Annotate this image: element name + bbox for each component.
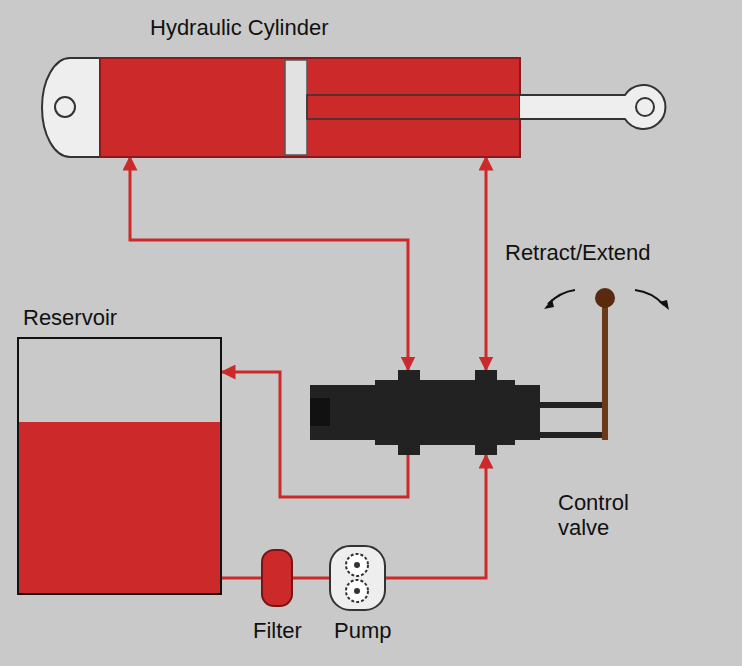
drawing-path <box>520 85 665 129</box>
drawing-circle <box>354 588 360 594</box>
lever-handle <box>602 300 608 440</box>
drawing-path <box>42 58 100 157</box>
drawing-rect <box>100 58 520 157</box>
hydraulic-line <box>385 455 486 578</box>
drawing-circle <box>636 98 654 116</box>
reservoir-tank-shape <box>15 305 222 595</box>
motion-arrow <box>635 290 664 305</box>
node-label: Hydraulic Cylinder <box>150 15 329 40</box>
hydraulic-line <box>222 577 262 580</box>
drawing-rect <box>262 550 292 606</box>
motion-arrowhead <box>544 299 554 309</box>
hydraulic-line <box>485 157 488 370</box>
node-label: Filter <box>253 618 302 643</box>
control-label: Retract/Extend <box>505 240 651 265</box>
drawing-circle <box>346 554 368 576</box>
hydraulic-cylinder: Hydraulic Cylinder <box>40 15 680 157</box>
hydraulic-line <box>292 577 330 580</box>
node-label: Control valve <box>558 490 648 541</box>
hydraulic-cylinder-shape <box>40 15 680 157</box>
motion-arrowhead <box>659 300 669 310</box>
drawing-rect <box>375 380 515 445</box>
reservoir-tank: Reservoir <box>15 305 222 595</box>
drawing-circle <box>346 580 368 602</box>
gear-pump: Pump <box>322 540 402 646</box>
drawing-rect <box>18 422 221 594</box>
node-label: Reservoir <box>23 305 117 330</box>
drawing-circle <box>354 562 360 568</box>
drawing-rect <box>285 60 307 155</box>
node-label: Pump <box>334 618 391 643</box>
drawing-rect <box>18 338 221 594</box>
control-valve: Control valve <box>305 360 645 555</box>
drawing-circle <box>55 97 75 117</box>
lever-linkage <box>540 405 605 435</box>
drawing-rect <box>310 398 330 426</box>
lever-knob <box>595 288 615 308</box>
drawing-rect <box>330 546 385 610</box>
drawing-rect <box>307 95 520 119</box>
filter: Filter <box>245 548 309 648</box>
